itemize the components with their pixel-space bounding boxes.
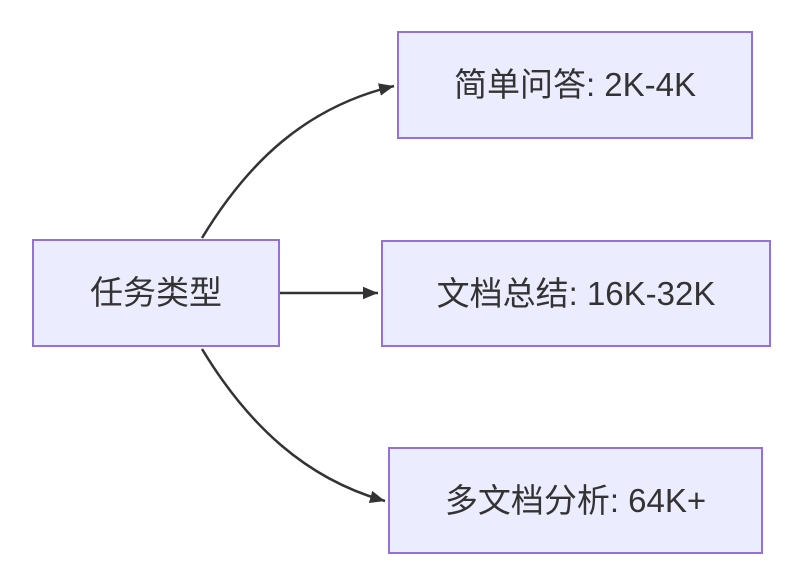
node-simple-qa: 简单问答: 2K-4K xyxy=(397,31,753,139)
node-doc-summary: 文档总结: 16K-32K xyxy=(381,240,771,347)
node-multi-doc-label: 多文档分析: 64K+ xyxy=(444,481,707,519)
edge-root-to-simple-qa xyxy=(200,83,395,239)
edge-root-to-multi-doc xyxy=(200,348,386,504)
node-task-type-label: 任务类型 xyxy=(90,274,222,312)
node-task-type: 任务类型 xyxy=(32,239,280,347)
node-multi-doc: 多文档分析: 64K+ xyxy=(388,447,763,554)
node-simple-qa-label: 简单问答: 2K-4K xyxy=(453,66,697,104)
node-doc-summary-label: 文档总结: 16K-32K xyxy=(436,274,716,312)
